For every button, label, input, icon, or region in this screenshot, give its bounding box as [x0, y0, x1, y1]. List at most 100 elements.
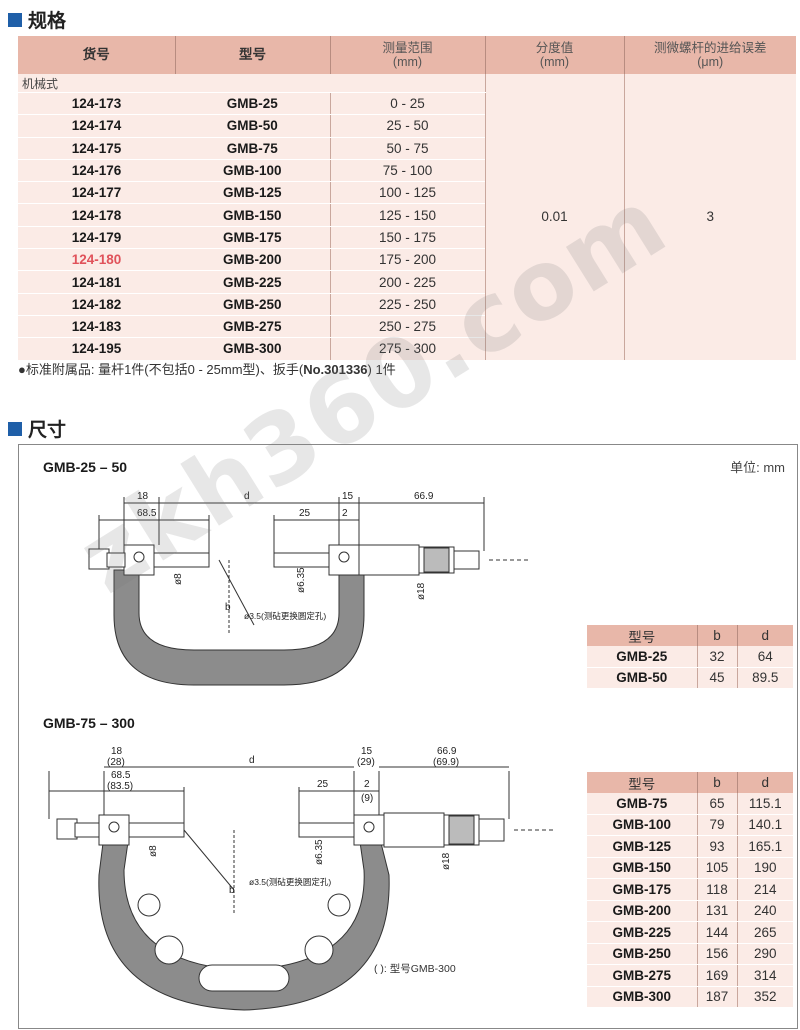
dim-d: d [244, 491, 250, 502]
dim-b-value: 45 [696, 667, 737, 689]
dim-68: 68.5 [137, 508, 157, 519]
dim-b-value: 144 [696, 921, 737, 944]
row-code: 124-175 [18, 137, 175, 160]
dim-25: 25 [317, 779, 329, 790]
row-model: GMB-50 [175, 114, 330, 138]
dim-title: 尺寸 [28, 420, 67, 441]
dim-model: GMB-175 [587, 878, 697, 901]
phi-35: ø3.5(测砧更换圆定孔) [244, 611, 326, 621]
feed-error-value: 3 [623, 74, 796, 361]
micrometer-drawings: 18 68.5 d 15 66.9 25 2 ø8 ø6.35 ø18 ø3.5… [48, 491, 554, 1011]
dim-d-value: 115.1 [736, 793, 793, 815]
dim-d-value: 290 [736, 943, 793, 965]
small-model-title: GMB-25 – 50 [43, 459, 128, 475]
dim-669-paren: (69.9) [433, 757, 459, 768]
row-code: 124-195 [18, 337, 175, 361]
row-model: GMB-125 [175, 181, 330, 205]
dim-d: d [249, 755, 255, 766]
dim-d-value: 240 [736, 900, 793, 922]
large-drawing-labels: 18 (28) 68.5 (83.5) d 15 (29) 66.9 (69.9… [107, 746, 459, 896]
row-code: 124-179 [18, 226, 175, 250]
dim-d-value: 140.1 [736, 814, 793, 836]
phi-18: ø18 [441, 852, 452, 870]
row-model: GMB-175 [175, 226, 330, 250]
dim-15: 15 [342, 491, 354, 502]
phi-35: ø3.5(测砧更换圆定孔) [249, 877, 331, 887]
row-model: GMB-100 [175, 159, 330, 183]
dim-68-paren: (83.5) [107, 781, 133, 792]
phi-8: ø8 [173, 573, 184, 585]
dim-model: GMB-225 [587, 921, 697, 944]
row-model: GMB-250 [175, 293, 330, 316]
col-d: d [736, 772, 793, 793]
spec-title: 规格 [28, 11, 67, 32]
footnote-gmb300: ( ): 型号GMB-300 [374, 963, 456, 975]
dim-section-title: 尺寸 [8, 415, 66, 442]
dim-model: GMB-50 [587, 667, 697, 689]
dim-2-paren: (9) [361, 793, 373, 804]
dim-model: GMB-75 [587, 793, 697, 815]
dim-d-value: 165.1 [736, 835, 793, 858]
row-code: 124-173 [18, 92, 175, 116]
graduation-value: 0.01 [484, 74, 624, 361]
header-model: 型号 [174, 36, 330, 74]
row-range: 225 - 250 [329, 293, 485, 316]
dim-18-paren: (28) [107, 757, 125, 768]
row-range: 250 - 275 [329, 315, 485, 339]
row-model: GMB-225 [175, 270, 330, 294]
accessory-note: ●标准附属品: 量杆1件(不包括0 - 25mm型)、扳手(No.301336)… [18, 362, 396, 377]
row-code: 124-174 [18, 114, 175, 138]
col-d: d [736, 625, 793, 646]
phi-635: ø6.35 [296, 567, 307, 593]
row-range: 25 - 50 [329, 114, 485, 138]
dim-model: GMB-125 [587, 835, 697, 858]
dim-d-value: 265 [736, 921, 793, 944]
row-code: 124-181 [18, 270, 175, 294]
dim-model: GMB-25 [587, 646, 697, 668]
dim-d-value: 214 [736, 878, 793, 901]
dim-25: 25 [299, 508, 311, 519]
dim-18: 18 [137, 491, 149, 502]
dim-b: b [229, 885, 235, 896]
dim-68: 68.5 [111, 770, 131, 781]
dim-b-value: 105 [696, 857, 737, 879]
dim-b-value: 187 [696, 986, 737, 1008]
row-code: 124-183 [18, 315, 175, 339]
dim-669: 66.9 [437, 746, 457, 757]
large-model-title: GMB-75 – 300 [43, 715, 135, 731]
dim-2: 2 [342, 508, 348, 519]
row-range: 275 - 300 [329, 337, 485, 361]
dim-18: 18 [111, 746, 123, 757]
row-code: 124-176 [18, 159, 175, 183]
spec-table: 货号 型号 测量范围(mm) 分度值(mm) 测微螺杆的进给误差(μm) 机械式… [18, 36, 796, 361]
large-micrometer-drawing [48, 766, 554, 1011]
small-drawing-labels: 18 68.5 d 15 66.9 25 2 ø8 ø6.35 ø18 ø3.5… [137, 491, 434, 621]
row-code: 124-178 [18, 203, 175, 227]
dim-d-value: 352 [736, 986, 793, 1008]
row-model: GMB-200 [175, 248, 330, 272]
header-graduation: 分度值(mm) [484, 36, 624, 74]
dimension-drawing-panel: GMB-25 – 50 单位: mm GMB-75 – 300 ( ): 型号G… [18, 444, 798, 1029]
row-model: GMB-75 [175, 137, 330, 160]
dim-b-value: 156 [696, 943, 737, 965]
dim-d-value: 190 [736, 857, 793, 879]
row-range: 100 - 125 [329, 181, 485, 205]
dim-model: GMB-250 [587, 943, 697, 965]
phi-8: ø8 [148, 845, 159, 857]
dim-15-paren: (29) [357, 757, 375, 768]
small-micrometer-drawing [88, 497, 529, 686]
col-b: b [696, 625, 737, 646]
